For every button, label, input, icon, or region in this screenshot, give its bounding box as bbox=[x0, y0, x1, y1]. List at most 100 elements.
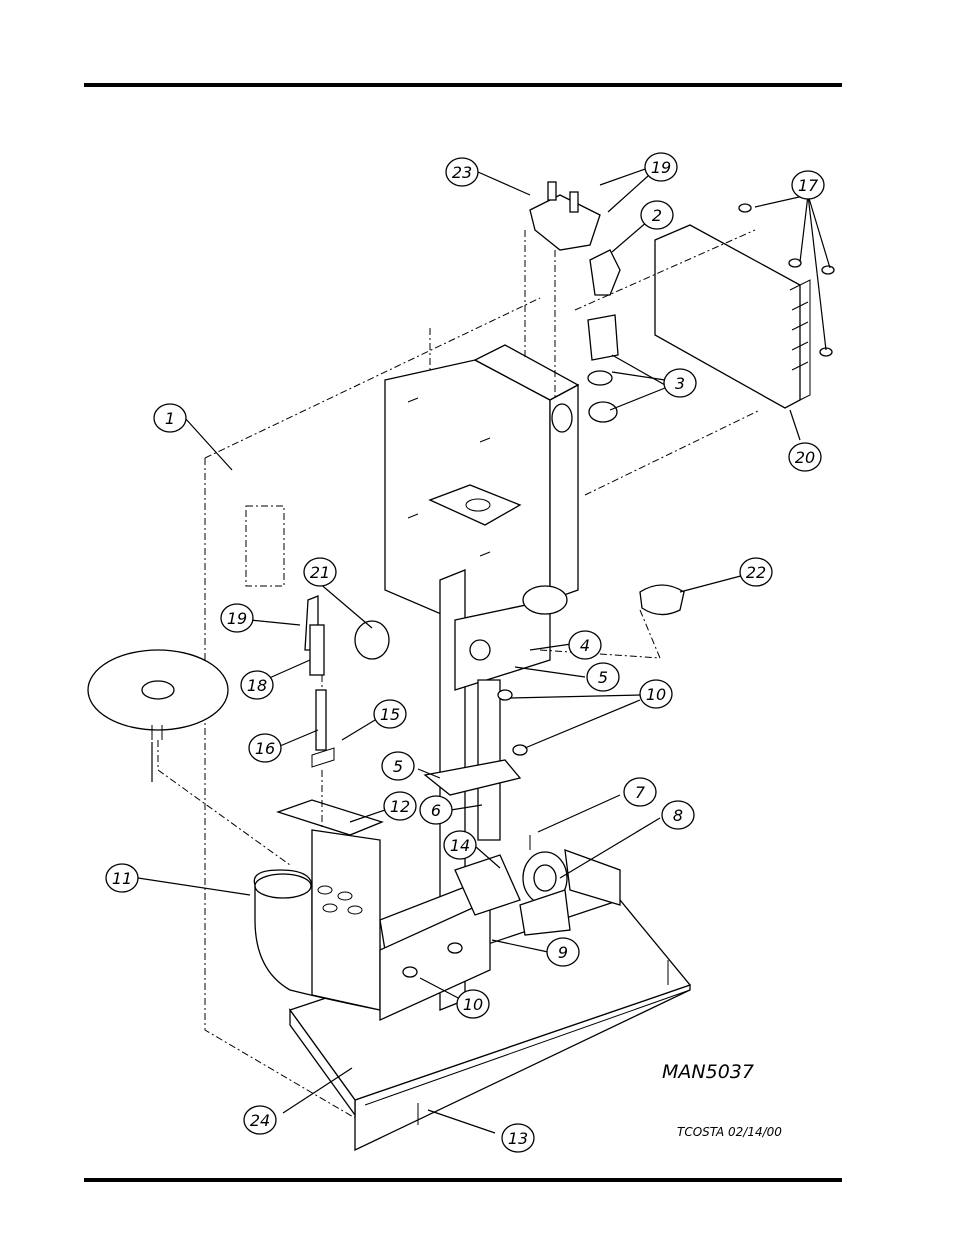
bracket-screw bbox=[407, 513, 419, 519]
bracket-screw bbox=[479, 551, 491, 557]
washer-17 bbox=[821, 265, 835, 275]
callout-number: 24 bbox=[250, 1111, 270, 1130]
callout-number: 21 bbox=[310, 563, 330, 582]
callout-circle bbox=[661, 800, 695, 830]
callout-circle bbox=[639, 679, 673, 709]
blower-housing bbox=[564, 849, 621, 906]
callout-circle bbox=[644, 152, 678, 182]
callout-circle bbox=[623, 777, 657, 807]
callout-circle bbox=[546, 937, 580, 967]
bracket-screw bbox=[407, 397, 419, 403]
callout-20: 20 bbox=[788, 442, 822, 472]
valve-knob bbox=[469, 639, 491, 661]
callout-number: 2 bbox=[652, 206, 662, 225]
callout-number: 8 bbox=[673, 806, 683, 825]
callout-6: 6 bbox=[419, 795, 453, 825]
callout-4: 4 bbox=[568, 630, 602, 660]
callout-number: 18 bbox=[247, 676, 267, 695]
callout-number: 15 bbox=[380, 705, 400, 724]
callout-23: 23 bbox=[445, 157, 479, 187]
bottom-rule bbox=[84, 1178, 842, 1182]
base-pan-left bbox=[289, 1007, 356, 1118]
nut-10 bbox=[447, 942, 463, 954]
callout-circle bbox=[788, 442, 822, 472]
leader-lines bbox=[137, 167, 831, 1134]
box-hole bbox=[317, 885, 333, 895]
base-pan-lip bbox=[364, 989, 691, 1106]
callout-number: 12 bbox=[390, 797, 410, 816]
washer-17 bbox=[738, 203, 752, 213]
callout-16: 16 bbox=[248, 733, 282, 763]
plug-22 bbox=[639, 584, 685, 616]
callout-number: 19 bbox=[227, 609, 247, 628]
elbow-fitting bbox=[589, 249, 621, 296]
callout-1: 1 bbox=[153, 403, 187, 433]
callout-19: 19 bbox=[220, 603, 254, 633]
callout-circle bbox=[153, 403, 187, 433]
callout-number: 7 bbox=[635, 783, 646, 802]
callout-circle bbox=[456, 989, 490, 1019]
callout-8: 8 bbox=[661, 800, 695, 830]
callout-circle bbox=[240, 670, 274, 700]
callout-circle bbox=[586, 662, 620, 692]
callout-number: 4 bbox=[580, 636, 590, 655]
callout-circle bbox=[105, 863, 139, 893]
burner-box bbox=[311, 829, 381, 1011]
callout-18: 18 bbox=[240, 670, 274, 700]
nut-10 bbox=[402, 966, 418, 978]
module-fins bbox=[791, 301, 809, 371]
box-hole bbox=[322, 903, 338, 913]
callout-3: 3 bbox=[663, 368, 697, 398]
callout-circle bbox=[663, 368, 697, 398]
nut-fitting bbox=[588, 401, 618, 423]
burner-housing bbox=[379, 898, 491, 1022]
callout-17: 17 bbox=[791, 170, 825, 200]
callout-circle bbox=[220, 603, 254, 633]
callout-number: 5 bbox=[598, 668, 608, 687]
callout-number: 11 bbox=[112, 869, 132, 888]
callout-12: 12 bbox=[383, 791, 417, 821]
callout-2: 2 bbox=[640, 200, 674, 230]
gas-valve-23 bbox=[529, 194, 601, 251]
callout-number: 10 bbox=[646, 685, 666, 704]
callout-circle bbox=[501, 1123, 535, 1153]
callout-number: 14 bbox=[450, 836, 470, 855]
callout-circle bbox=[303, 557, 337, 587]
callout-19: 19 bbox=[644, 152, 678, 182]
panel-cutout bbox=[245, 505, 285, 587]
igniter-body bbox=[309, 624, 325, 676]
module-mount-line bbox=[574, 229, 756, 311]
nut-10 bbox=[512, 744, 528, 756]
valve-terminal bbox=[547, 181, 557, 201]
panel-outline bbox=[204, 458, 356, 1119]
burner-mouth bbox=[254, 873, 312, 899]
box-hole bbox=[347, 905, 363, 915]
plug-line bbox=[539, 649, 661, 659]
blower-hub bbox=[533, 864, 557, 892]
callout-circle bbox=[443, 830, 477, 860]
pipe-clamp-5 bbox=[423, 759, 522, 796]
callout-14: 14 bbox=[443, 830, 477, 860]
callout-11: 11 bbox=[105, 863, 139, 893]
callout-number: 17 bbox=[798, 176, 819, 195]
callout-5: 5 bbox=[381, 751, 415, 781]
callout-circle bbox=[248, 733, 282, 763]
bracket-screw bbox=[479, 437, 491, 443]
callout-number: 3 bbox=[675, 374, 685, 393]
callout-7: 7 bbox=[623, 777, 657, 807]
valve-outlet bbox=[522, 585, 568, 615]
nut-10 bbox=[497, 689, 513, 701]
callout-24: 24 bbox=[243, 1105, 277, 1135]
callout-number: 20 bbox=[795, 448, 815, 467]
callout-circle bbox=[445, 157, 479, 187]
callout-15: 15 bbox=[373, 699, 407, 729]
callout-circle bbox=[640, 200, 674, 230]
callout-circle bbox=[419, 795, 453, 825]
box-hole bbox=[337, 891, 353, 901]
callout-circle bbox=[739, 557, 773, 587]
callout-number: 9 bbox=[558, 943, 568, 962]
sensor-bracket bbox=[311, 747, 335, 768]
callout-9: 9 bbox=[546, 937, 580, 967]
